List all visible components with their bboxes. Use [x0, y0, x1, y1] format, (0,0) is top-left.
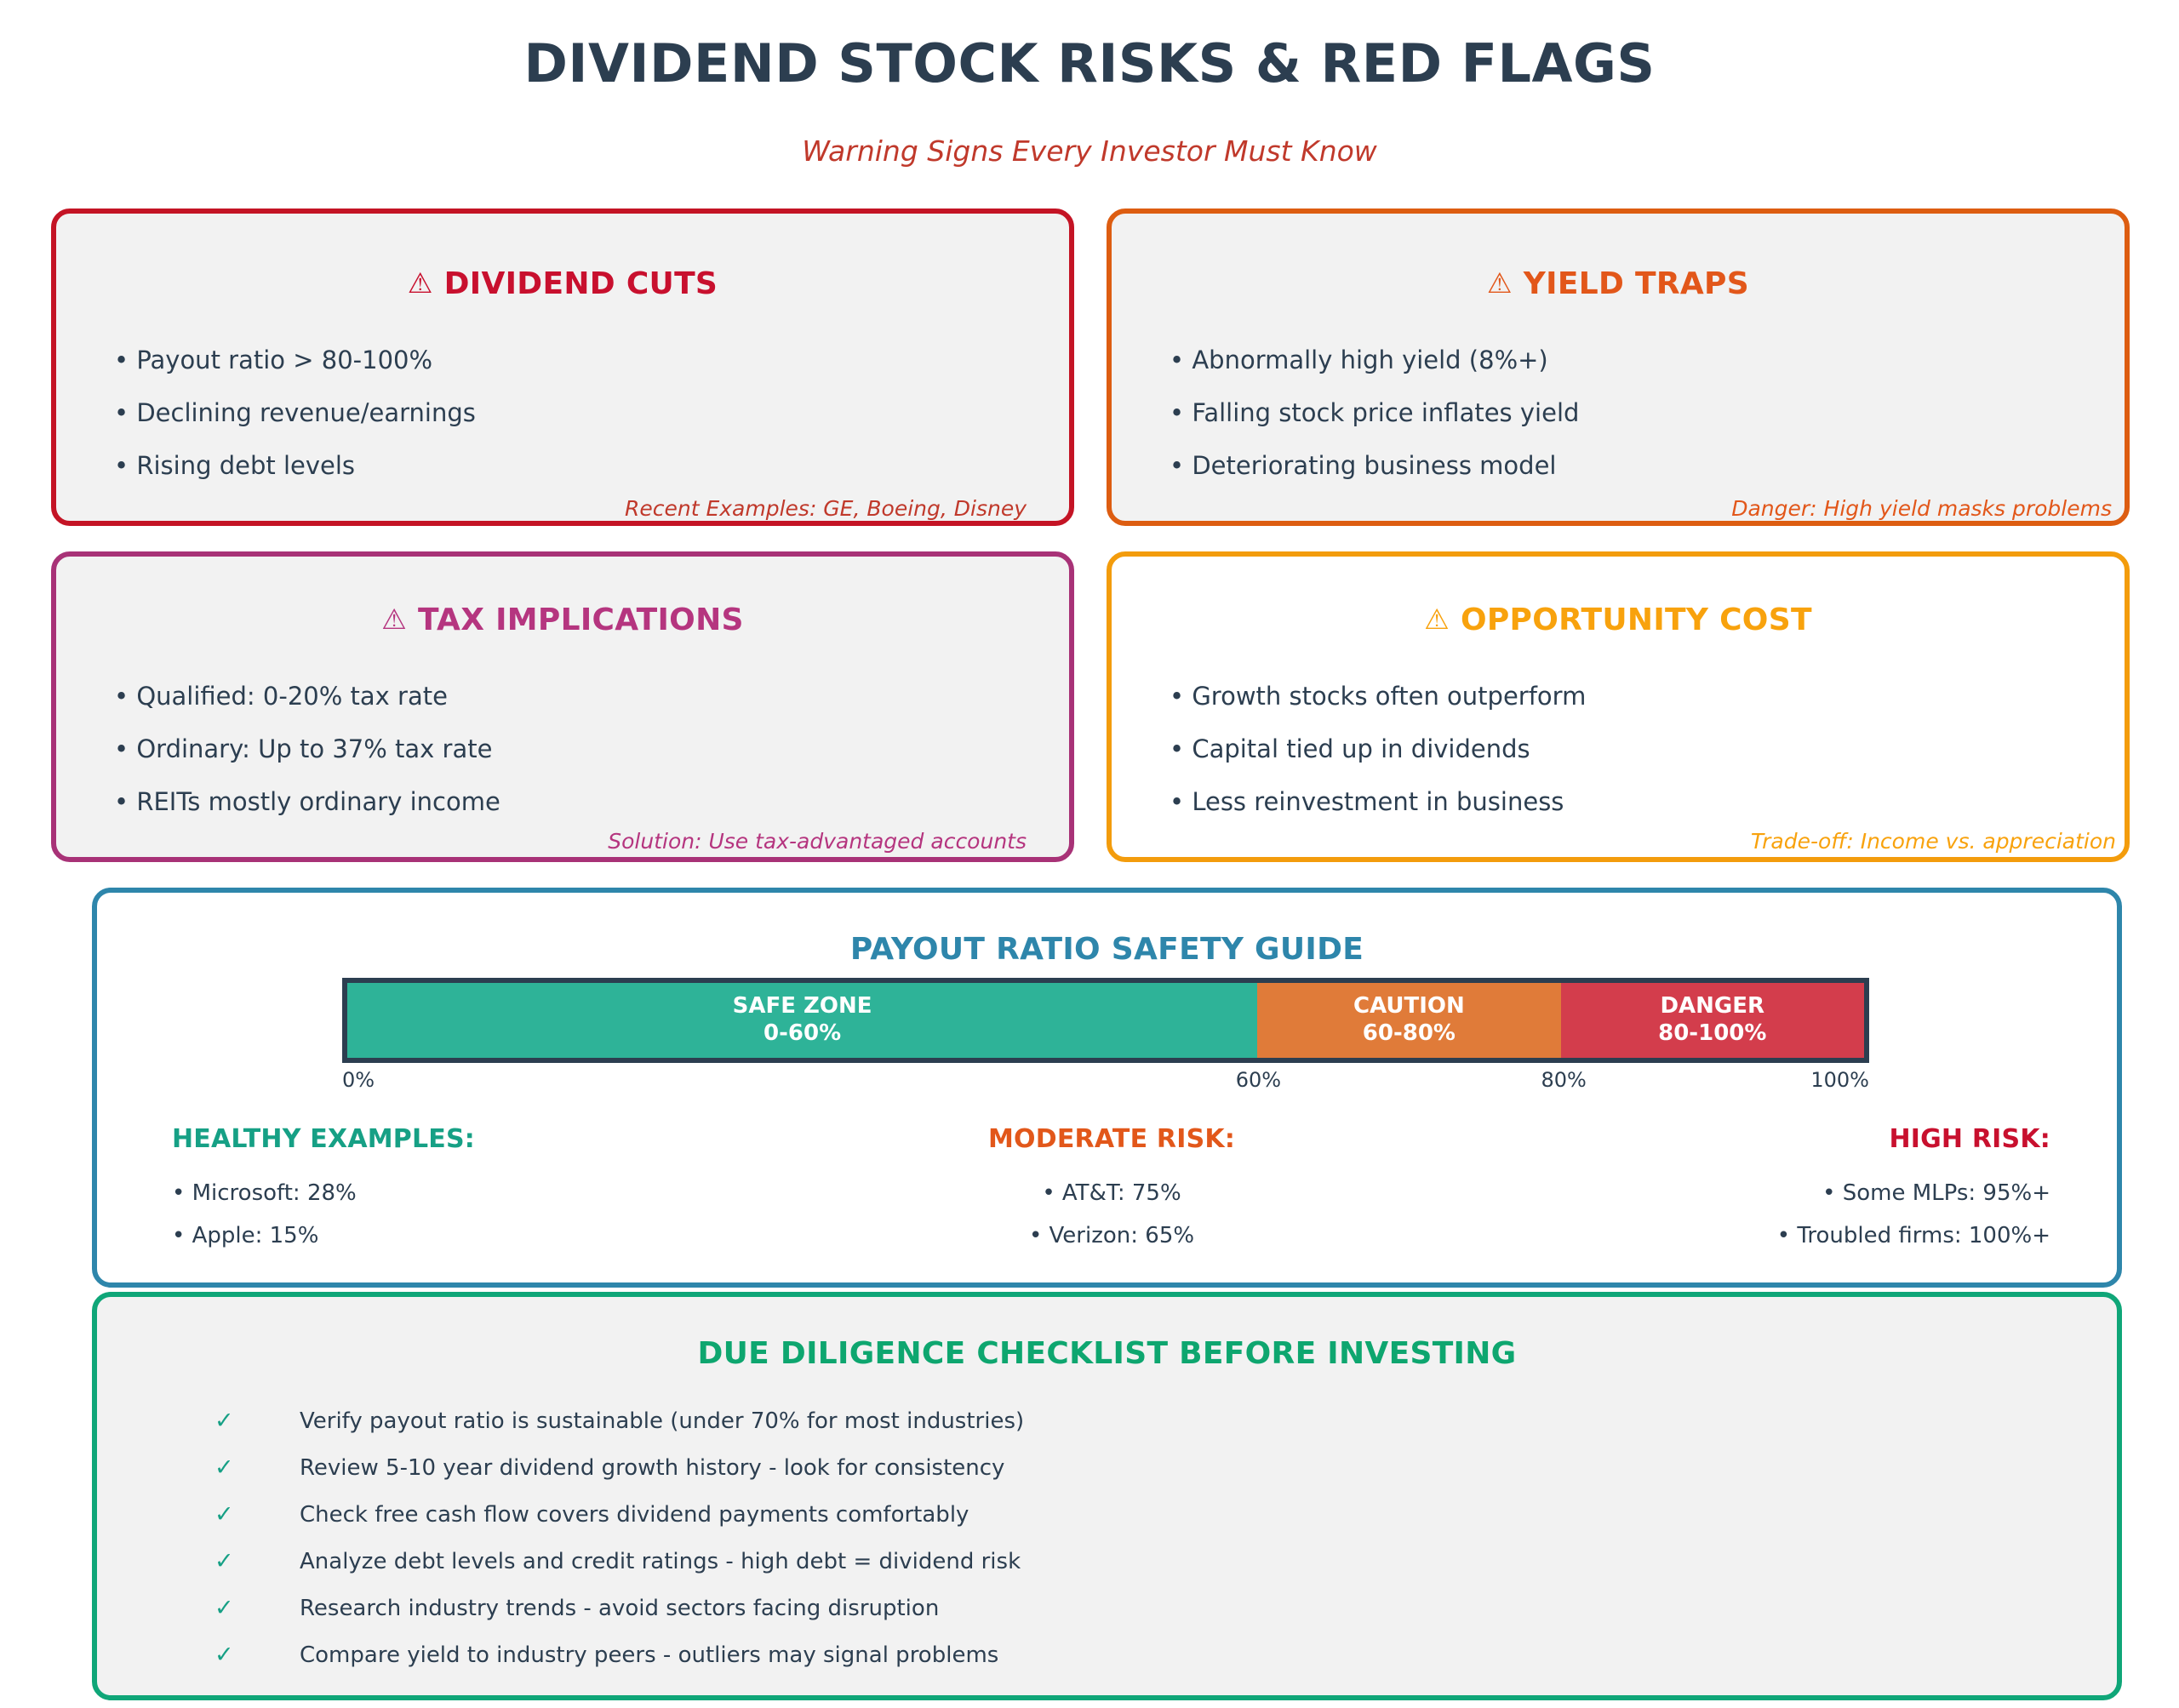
- axis-tick-100: 100%: [1810, 1068, 1869, 1092]
- warning-triangle-icon: ⚠: [1424, 603, 1450, 636]
- card-title-text: YIELD TRAPS: [1523, 266, 1749, 301]
- card-title-yield-traps: ⚠ YIELD TRAPS: [1112, 266, 2125, 301]
- list-item: • Abnormally high yield (8%+): [1170, 346, 1548, 374]
- card-note-dividend-cuts: Recent Examples: GE, Boeing, Disney: [624, 496, 1027, 521]
- list-item: • Microsoft: 28%: [172, 1180, 357, 1206]
- checklist-title: DUE DILIGENCE CHECKLIST BEFORE INVESTING: [697, 1336, 1517, 1371]
- risk-card-opportunity-cost: ⚠ OPPORTUNITY COST • Growth stocks often…: [1107, 551, 2130, 862]
- card-bullet-list: • Abnormally high yield (8%+) • Falling …: [1170, 348, 1579, 506]
- check-icon: ✓: [214, 1642, 234, 1668]
- list-item: • REITs mostly ordinary income: [114, 787, 500, 816]
- payout-ratio-bar: SAFE ZONE 0-60% CAUTION 60-80% DANGER 80…: [342, 978, 1869, 1063]
- list-item: • Growth stocks often outperform: [1170, 682, 1587, 711]
- check-icon: ✓: [214, 1408, 234, 1434]
- check-icon: ✓: [214, 1548, 234, 1574]
- examples-heading: HEALTHY EXAMPLES:: [172, 1124, 476, 1154]
- risk-card-dividend-cuts: ⚠ DIVIDEND CUTS • Payout ratio > 80-100%…: [51, 209, 1074, 526]
- examples-heading: HIGH RISK:: [1889, 1124, 2050, 1154]
- due-diligence-checklist-section: DUE DILIGENCE CHECKLIST BEFORE INVESTING…: [92, 1292, 2122, 1700]
- checklist-item-label: Verify payout ratio is sustainable (unde…: [300, 1408, 1025, 1434]
- list-item: • Falling stock price inflates yield: [1170, 398, 1580, 427]
- bar-segment-range: 0-60%: [764, 1020, 842, 1046]
- risk-card-yield-traps: ⚠ YIELD TRAPS • Abnormally high yield (8…: [1107, 209, 2130, 526]
- checklist-item-label: Review 5-10 year dividend growth history…: [300, 1455, 1005, 1481]
- card-bullet-list: • Payout ratio > 80-100% • Declining rev…: [114, 348, 476, 506]
- card-title-tax-implications: ⚠ TAX IMPLICATIONS: [56, 603, 1069, 637]
- card-note-opportunity-cost: Trade-off: Income vs. appreciation: [1750, 829, 2116, 854]
- list-item: • Verizon: 65%: [1028, 1223, 1195, 1248]
- list-item: ✓ Check free cash flow covers dividend p…: [214, 1501, 1024, 1548]
- card-title-dividend-cuts: ⚠ DIVIDEND CUTS: [56, 266, 1069, 301]
- checklist-item-label: Check free cash flow covers dividend pay…: [300, 1502, 969, 1528]
- examples-column-moderate-risk: MODERATE RISK: • AT&T: 75% • Verizon: 65…: [839, 1124, 1384, 1267]
- bar-segment-range: 60-80%: [1362, 1020, 1456, 1046]
- list-item: • Less reinvestment in business: [1170, 787, 1564, 816]
- list-item: ✓ Compare yield to industry peers - outl…: [214, 1642, 1024, 1688]
- card-bullet-list: • Qualified: 0-20% tax rate • Ordinary: …: [114, 684, 500, 843]
- page-subtitle: Warning Signs Every Investor Must Know: [802, 134, 1377, 168]
- list-item: ✓ Research industry trends - avoid secto…: [214, 1595, 1024, 1642]
- warning-triangle-icon: ⚠: [1487, 266, 1513, 300]
- list-item: • Apple: 15%: [172, 1223, 319, 1248]
- list-item: • Declining revenue/earnings: [114, 398, 476, 427]
- list-item: • Qualified: 0-20% tax rate: [114, 682, 448, 711]
- axis-tick-0: 0%: [342, 1068, 375, 1092]
- checklist-items: ✓ Verify payout ratio is sustainable (un…: [214, 1408, 1024, 1688]
- check-icon: ✓: [214, 1595, 234, 1621]
- bar-segment-safe-zone: SAFE ZONE 0-60%: [347, 983, 1258, 1058]
- check-icon: ✓: [214, 1501, 234, 1528]
- page-title: DIVIDEND STOCK RISKS & RED FLAGS: [523, 32, 1656, 94]
- list-item: ✓ Verify payout ratio is sustainable (un…: [214, 1408, 1024, 1454]
- card-note-yield-traps: Danger: High yield masks problems: [1731, 496, 2112, 521]
- list-item: • Rising debt levels: [114, 451, 356, 480]
- warning-triangle-icon: ⚠: [381, 603, 408, 636]
- list-item: • Payout ratio > 80-100%: [114, 346, 433, 374]
- warning-triangle-icon: ⚠: [407, 266, 433, 300]
- axis-tick-80: 80%: [1541, 1068, 1587, 1092]
- bar-segment-caution: CAUTION 60-80%: [1257, 983, 1561, 1058]
- list-item: • Some MLPs: 95%+: [1822, 1180, 2050, 1206]
- checklist-item-label: Analyze debt levels and credit ratings -…: [300, 1549, 1021, 1574]
- risk-card-tax-implications: ⚠ TAX IMPLICATIONS • Qualified: 0-20% ta…: [51, 551, 1074, 862]
- list-item: ✓ Analyze debt levels and credit ratings…: [214, 1548, 1024, 1595]
- checklist-item-label: Compare yield to industry peers - outlie…: [300, 1642, 999, 1668]
- list-item: ✓ Review 5-10 year dividend growth histo…: [214, 1454, 1024, 1501]
- card-title-opportunity-cost: ⚠ OPPORTUNITY COST: [1112, 603, 2125, 637]
- list-item: • Troubled firms: 100%+: [1776, 1223, 2050, 1248]
- card-bullet-list: • Growth stocks often outperform • Capit…: [1170, 684, 1586, 843]
- card-title-text: DIVIDEND CUTS: [443, 266, 718, 301]
- bar-segment-range: 80-100%: [1658, 1020, 1767, 1046]
- examples-column-high-risk: HIGH RISK: • Some MLPs: 95%+ • Troubled …: [1506, 1124, 2050, 1267]
- list-item: • Ordinary: Up to 37% tax rate: [114, 734, 493, 763]
- list-item: • Deteriorating business model: [1170, 451, 1557, 480]
- card-note-tax-implications: Solution: Use tax-advantaged accounts: [608, 829, 1027, 854]
- payout-guide-title: PAYOUT RATIO SAFETY GUIDE: [849, 932, 1364, 967]
- axis-tick-60: 60%: [1235, 1068, 1282, 1092]
- bar-segment-danger: DANGER 80-100%: [1560, 983, 1864, 1058]
- card-title-text: TAX IMPLICATIONS: [417, 603, 744, 637]
- list-item: • AT&T: 75%: [1042, 1180, 1181, 1206]
- payout-bar-axis-ticks: 0% 60% 80% 100%: [342, 1068, 1869, 1097]
- bar-segment-label: DANGER: [1660, 993, 1765, 1020]
- bar-segment-label: SAFE ZONE: [732, 993, 872, 1020]
- payout-ratio-safety-guide-section: PAYOUT RATIO SAFETY GUIDE SAFE ZONE 0-60…: [92, 888, 2122, 1288]
- list-item: • Capital tied up in dividends: [1170, 734, 1530, 763]
- bar-segment-label: CAUTION: [1353, 993, 1465, 1020]
- examples-column-healthy: HEALTHY EXAMPLES: • Microsoft: 28% • App…: [172, 1124, 717, 1267]
- check-icon: ✓: [214, 1454, 234, 1481]
- card-title-text: OPPORTUNITY COST: [1460, 603, 1812, 637]
- examples-heading: MODERATE RISK:: [987, 1124, 1236, 1154]
- checklist-item-label: Research industry trends - avoid sectors…: [300, 1596, 940, 1621]
